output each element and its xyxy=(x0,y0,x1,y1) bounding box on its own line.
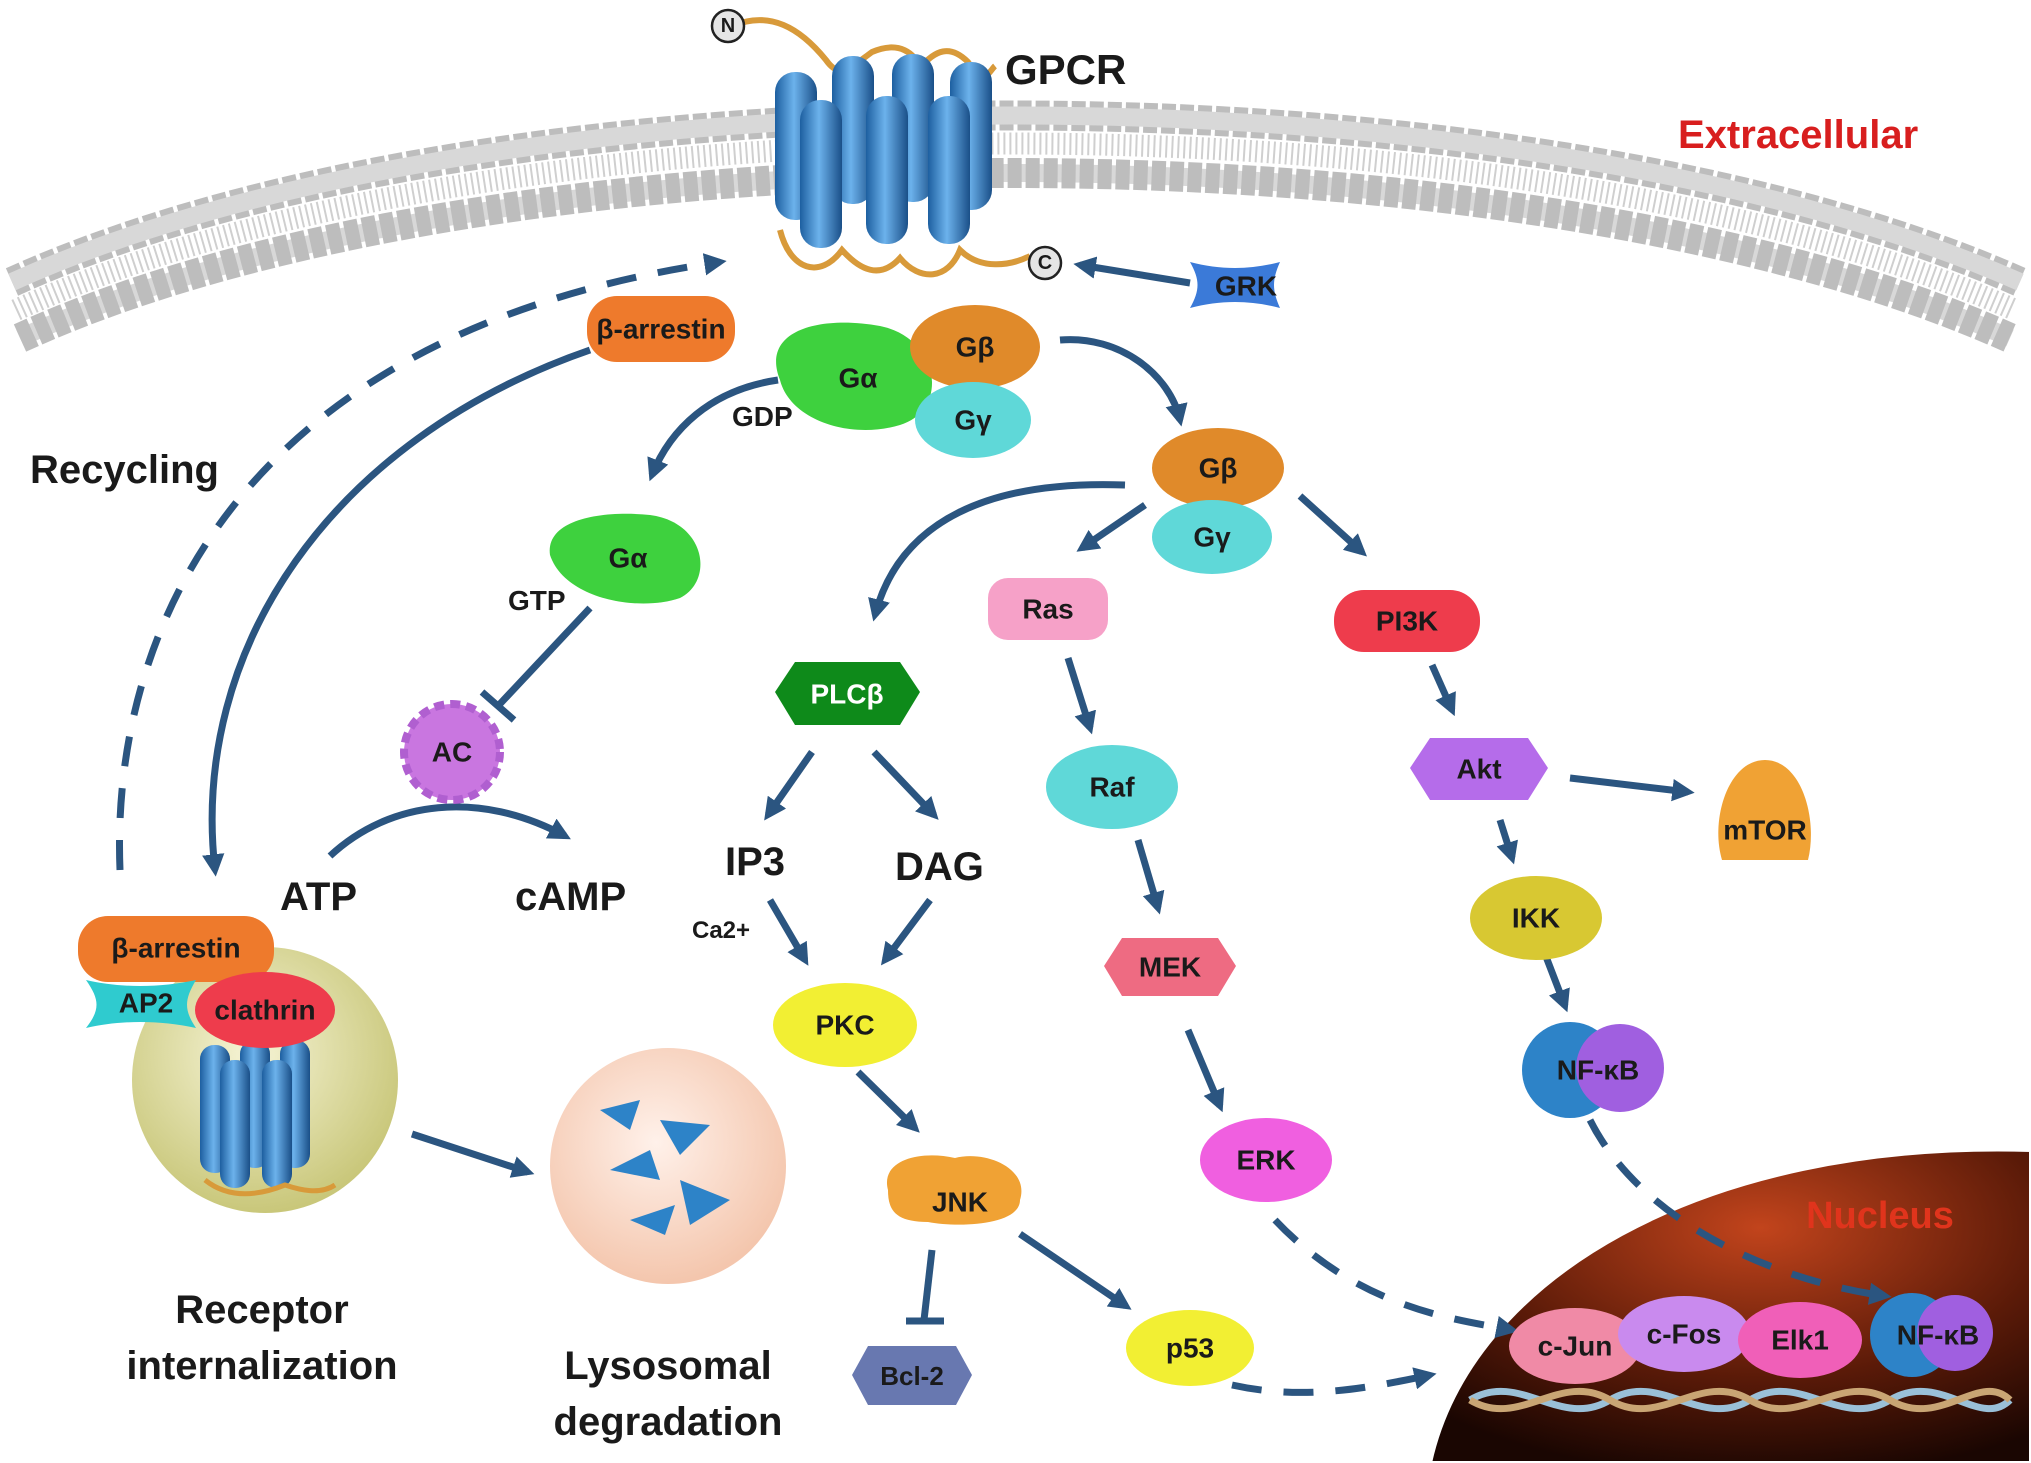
tf-elk1-node xyxy=(1738,1302,1862,1378)
gpcr-n-terminus: N xyxy=(721,15,735,37)
gtp-label: GTP xyxy=(508,585,566,616)
pi3k-node xyxy=(1334,590,1480,652)
dag-label: DAG xyxy=(895,845,984,889)
raf-node xyxy=(1046,745,1178,829)
ip3-label: IP3 xyxy=(725,840,785,884)
clathrin-label: clathrin xyxy=(214,995,315,1026)
pi3k-label: PI3K xyxy=(1376,606,1438,637)
jnk-node xyxy=(886,1155,1022,1225)
internalization-label-line2: internalization xyxy=(126,1344,397,1388)
g-beta-label: Gβ xyxy=(1199,453,1238,484)
ikk-node xyxy=(1470,876,1602,960)
tf-elk1-label: Elk1 xyxy=(1771,1325,1829,1356)
recycling-label: Recycling xyxy=(30,448,219,492)
beta-arrestin-low-label: β-arrestin xyxy=(111,933,240,964)
nfkb-node-purple xyxy=(1576,1024,1664,1112)
g-beta-node xyxy=(1152,428,1284,508)
nucleus xyxy=(1427,1147,2031,1463)
lysosome xyxy=(550,1048,786,1284)
bcl2-label: Bcl-2 xyxy=(880,1361,944,1391)
ac-label: AC xyxy=(432,737,472,768)
g-alpha-label: Gα xyxy=(609,543,648,574)
g-gamma-complex-node xyxy=(915,382,1031,458)
ap2-node xyxy=(86,980,196,1028)
ap2-label: AP2 xyxy=(119,988,173,1019)
g-alpha-node xyxy=(549,513,701,604)
nfkb-label: NF-κB xyxy=(1557,1055,1639,1086)
tf-nfkb-label: NF-κB xyxy=(1897,1320,1979,1351)
internalized-receptor xyxy=(200,1040,337,1197)
beta-arrestin-low-node xyxy=(78,916,274,982)
mek-node xyxy=(1104,938,1236,996)
plc-beta-label: PLCβ xyxy=(810,679,883,710)
degraded-receptor-fragments xyxy=(600,1100,730,1235)
gdp-label: GDP xyxy=(732,401,793,432)
p53-node xyxy=(1126,1310,1254,1386)
pkc-label: PKC xyxy=(815,1010,874,1041)
cell-membrane xyxy=(5,100,2027,352)
signaling-arrows xyxy=(116,253,1892,1396)
extracellular-label: Extracellular xyxy=(1678,113,1918,157)
g-alpha-complex-label: Gα xyxy=(839,363,878,394)
tf-c-fos-node xyxy=(1618,1296,1750,1372)
g-gamma-label: Gγ xyxy=(1193,522,1231,553)
camp-label: cAMP xyxy=(515,875,626,919)
mek-label: MEK xyxy=(1139,952,1201,983)
clathrin-node xyxy=(195,972,335,1048)
ca2-label: Ca2+ xyxy=(692,917,750,944)
erk-label: ERK xyxy=(1236,1145,1295,1176)
p53-label: p53 xyxy=(1166,1333,1214,1364)
pkc-node xyxy=(773,983,917,1067)
tf-c-jun-node xyxy=(1509,1308,1641,1384)
grk-label: GRK xyxy=(1215,271,1277,302)
ras-label: Ras xyxy=(1022,594,1073,625)
g-alpha-complex-node xyxy=(776,322,933,430)
akt-label: Akt xyxy=(1456,754,1501,785)
g-gamma-node xyxy=(1152,500,1272,574)
g-beta-complex-label: Gβ xyxy=(956,332,995,363)
beta-arrestin-top-label: β-arrestin xyxy=(596,314,725,345)
tf-nfkb-purple-node xyxy=(1917,1295,1993,1371)
gpcr-receptor: N C xyxy=(710,8,1063,281)
gpcr-label: GPCR xyxy=(1005,46,1126,93)
jnk-label: JNK xyxy=(932,1187,988,1218)
lysosomal-label-line2: degradation xyxy=(554,1400,783,1444)
erk-node xyxy=(1200,1118,1332,1202)
nucleus-label: Nucleus xyxy=(1806,1195,1954,1237)
g-gamma-complex-label: Gγ xyxy=(954,405,992,436)
ras-node xyxy=(988,578,1108,640)
grk-node xyxy=(1190,262,1280,308)
g-beta-complex-node xyxy=(910,305,1040,389)
atp-label: ATP xyxy=(280,875,357,919)
lysosomal-label-line1: Lysosomal xyxy=(564,1344,771,1388)
akt-node xyxy=(1410,738,1548,800)
bcl2-node xyxy=(852,1346,972,1405)
mtor-label: mTOR xyxy=(1723,815,1807,846)
plc-beta-node xyxy=(775,662,920,725)
mtor-node xyxy=(1718,760,1811,860)
tf-c-jun-label: c-Jun xyxy=(1538,1331,1613,1362)
ikk-label: IKK xyxy=(1512,903,1560,934)
gpcr-c-terminus: C xyxy=(1038,252,1052,274)
beta-arrestin-top-node xyxy=(587,296,735,362)
raf-label: Raf xyxy=(1089,772,1135,803)
ac-node xyxy=(400,700,504,804)
tf-c-fos-label: c-Fos xyxy=(1647,1319,1722,1350)
internalization-label-line1: Receptor xyxy=(175,1288,348,1332)
